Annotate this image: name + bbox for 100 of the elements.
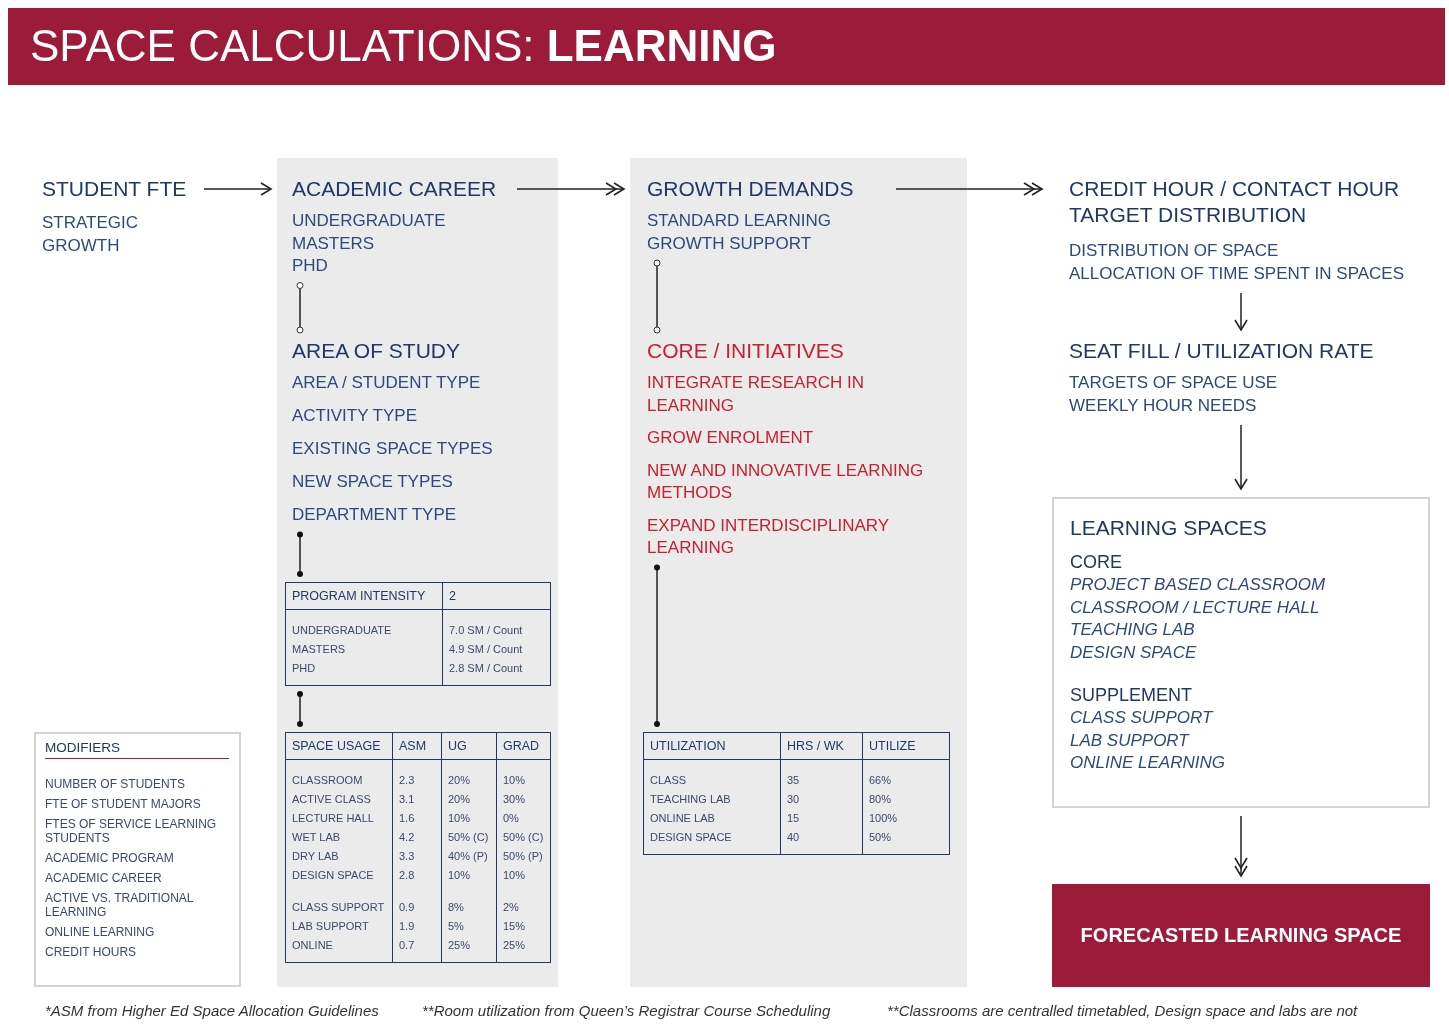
- list-item: INTEGRATE RESEARCH IN LEARNING: [647, 372, 865, 417]
- table-cell: 1.9: [392, 917, 442, 936]
- list-item: TARGETS OF SPACE USE: [1069, 372, 1279, 394]
- section-heading: ACADEMIC CAREER: [292, 176, 498, 202]
- table-cell: 30: [780, 790, 863, 809]
- list-item: NEW SPACE TYPES: [292, 471, 454, 493]
- table-cell: 4.2: [392, 828, 442, 847]
- table-cell: ONLINE: [285, 936, 393, 963]
- list-item: ONLINE LEARNING: [1070, 752, 1226, 774]
- table-cell: 0.9: [392, 885, 442, 917]
- list-item: LAB SUPPORT: [1070, 729, 1191, 752]
- data-table: [643, 732, 949, 855]
- subheading: CORE: [1070, 551, 1123, 574]
- column-band: [277, 158, 558, 987]
- table-cell: 40% (P): [441, 847, 497, 866]
- table-cell: PHD: [285, 659, 443, 686]
- table-cell: CLASSROOM: [285, 759, 393, 790]
- table-cell: 3.1: [392, 790, 442, 809]
- list-item: MASTERS: [292, 232, 376, 255]
- list-item: ALLOCATION OF TIME SPENT IN SPACES: [1069, 262, 1406, 285]
- data-table: [285, 582, 550, 686]
- table-cell: 35: [780, 759, 863, 790]
- table-cell: 2%: [496, 885, 551, 917]
- list-item: PROJECT BASED CLASSROOM: [1070, 574, 1327, 596]
- list-item: FTES OF SERVICE LEARNING STUDENTS: [45, 817, 218, 845]
- column-header: HRS / WK: [780, 732, 863, 760]
- table-cell: 8%: [441, 885, 497, 917]
- section-heading: CORE / INITIATIVES: [647, 338, 845, 364]
- column-header: 2: [442, 582, 551, 610]
- list-item: EXISTING SPACE TYPES: [292, 438, 494, 460]
- result-box: [1052, 884, 1430, 987]
- result-label: FORECASTED LEARNING SPACE: [1080, 924, 1402, 947]
- table-cell: 3.3: [392, 847, 442, 866]
- table-cell: 25%: [496, 936, 551, 963]
- table-cell: 1.6: [392, 809, 442, 828]
- table-cell: DESIGN SPACE: [643, 828, 781, 855]
- table-cell: DESIGN SPACE: [285, 866, 393, 885]
- table-cell: 66%: [862, 759, 950, 790]
- table-cell: CLASS: [643, 759, 781, 790]
- column-header: PROGRAM INTENSITY: [285, 582, 443, 610]
- connector-line: [297, 691, 303, 727]
- table-cell: 7.0 SM / Count: [442, 609, 551, 640]
- list-item: STANDARD LEARNING: [647, 210, 832, 232]
- section-heading: SEAT FILL / UTILIZATION RATE: [1069, 338, 1375, 364]
- column-header: ASM: [392, 732, 442, 760]
- table-cell: 4.9 SM / Count: [442, 640, 551, 659]
- section-heading: LEARNING SPACES: [1070, 515, 1268, 541]
- list-item: ACTIVITY TYPE: [292, 405, 419, 427]
- table-cell: 100%: [862, 809, 950, 828]
- output-box: [1052, 497, 1430, 808]
- table-cell: 10%: [441, 866, 497, 885]
- table-cell: ACTIVE CLASS: [285, 790, 393, 809]
- column-band: [630, 158, 967, 987]
- list-item: NEW AND INNOVATIVE LEARNING METHODS: [647, 459, 925, 504]
- footnote: **Classrooms are centralled timetabled, Design space and labs are not: [887, 1002, 1358, 1019]
- list-item: DESIGN SPACE: [1070, 641, 1198, 664]
- table-cell: 15: [780, 809, 863, 828]
- list-item: STRATEGIC GROWTH: [42, 212, 140, 257]
- box-heading: MODIFIERS: [45, 740, 229, 759]
- table-cell: 0.7: [392, 936, 442, 963]
- table-cell: LECTURE HALL: [285, 809, 393, 828]
- connector-line: [296, 282, 304, 334]
- section-heading: STUDENT FTE: [42, 176, 188, 202]
- data-table: [285, 732, 550, 963]
- table-cell: 25%: [441, 936, 497, 963]
- table-cell: 2.3: [392, 759, 442, 790]
- list-item: EXPAND INTERDISCIPLINARY LEARNING: [647, 514, 890, 559]
- list-item: TEACHING LAB: [1070, 619, 1196, 641]
- list-item: CLASSROOM / LECTURE HALL: [1070, 596, 1321, 619]
- table-cell: MASTERS: [285, 640, 443, 659]
- connector-line: [297, 531, 303, 577]
- list-item: DEPARTMENT TYPE: [292, 504, 458, 526]
- list-item: CREDIT HOURS: [45, 945, 138, 959]
- subheading: SUPPLEMENT: [1070, 684, 1194, 707]
- table-cell: 80%: [862, 790, 950, 809]
- list-item: ONLINE LEARNING: [45, 925, 156, 939]
- list-item: GROW ENROLMENT: [647, 427, 815, 449]
- table-cell: UNDERGRADUATE: [285, 609, 443, 640]
- column-header: GRAD: [496, 732, 551, 760]
- list-item: FTE OF STUDENT MAJORS: [45, 797, 202, 811]
- table-cell: 0%: [496, 809, 551, 828]
- table-cell: 2.8: [392, 866, 442, 885]
- table-cell: CLASS SUPPORT: [285, 885, 393, 917]
- page-title: SPACE CALCULATIONS: LEARNING: [30, 20, 777, 72]
- connector-line: [654, 564, 660, 727]
- list-item: ACTIVE VS. TRADITIONAL LEARNING: [45, 891, 195, 919]
- list-item: NUMBER OF STUDENTS: [45, 777, 186, 791]
- table-cell: 10%: [496, 866, 551, 885]
- list-item: WEEKLY HOUR NEEDS: [1069, 394, 1258, 417]
- column-header: UG: [441, 732, 497, 760]
- table-cell: 10%: [441, 809, 497, 828]
- table-cell: 10%: [496, 759, 551, 790]
- list-item: DISTRIBUTION OF SPACE: [1069, 240, 1280, 262]
- list-item: AREA / STUDENT TYPE: [292, 372, 482, 394]
- arrow: [203, 182, 272, 196]
- section-heading: GROWTH DEMANDS: [647, 176, 855, 202]
- modifier-box: [34, 732, 241, 987]
- list-item: ACADEMIC PROGRAM: [45, 851, 175, 865]
- table-cell: 2.8 SM / Count: [442, 659, 551, 686]
- column-header: UTILIZE: [862, 732, 950, 760]
